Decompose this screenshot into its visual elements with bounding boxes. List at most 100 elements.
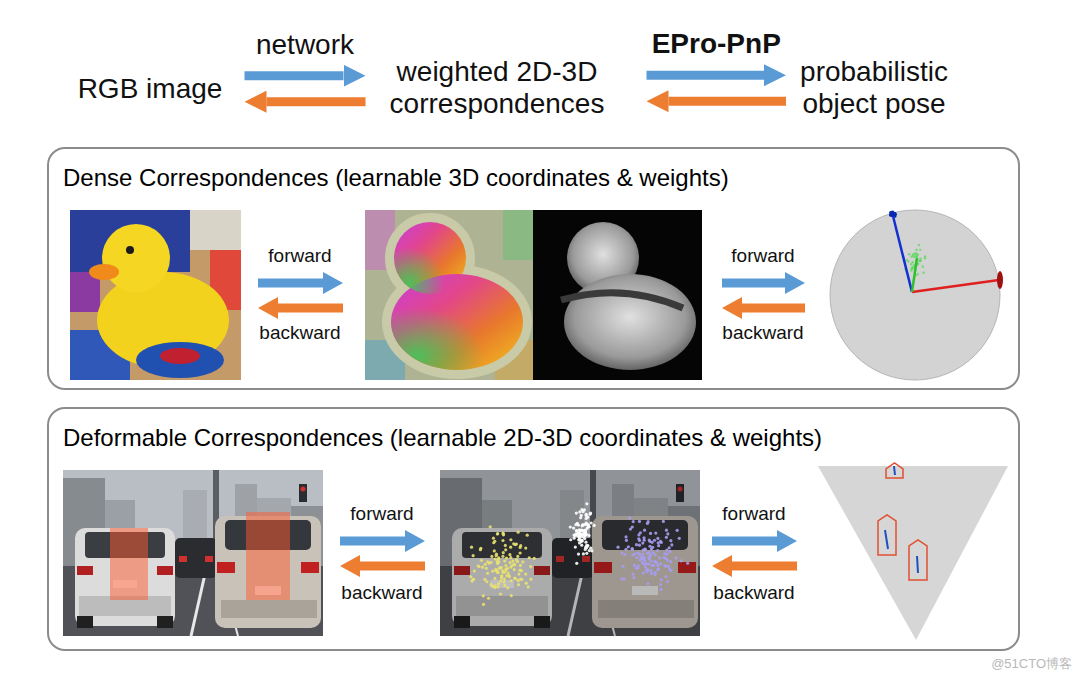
sampled-points-photo-part	[469, 502, 689, 606]
sampled-points-photo-part-part	[657, 567, 660, 570]
pose-distribution-part-part	[920, 259, 922, 261]
sampled-points-photo-part-part	[516, 555, 519, 558]
sampled-points-photo-part-part	[494, 557, 497, 560]
pose-distribution-part-part	[915, 249, 917, 251]
sampled-points-photo-part-part	[499, 579, 502, 582]
flow-arrow	[712, 555, 797, 577]
sampled-points-photo-part-part	[586, 544, 589, 547]
sampled-points-photo-part-part	[583, 537, 586, 540]
sampled-points-photo-part-part	[674, 556, 677, 559]
birds-eye-view-part	[878, 515, 896, 555]
duck-photo-part-part	[70, 210, 241, 380]
sampled-points-photo-part-part	[495, 569, 498, 572]
sampled-points-photo-part-part	[502, 532, 505, 535]
sampled-points-photo-part-part	[621, 565, 624, 568]
sampled-points-photo-part-part	[503, 559, 506, 562]
duck-photo-part-part	[89, 264, 119, 280]
sampled-points-photo-part-part	[472, 554, 475, 557]
street-photo-part	[246, 512, 290, 600]
sampled-points-photo-part-part	[580, 533, 583, 536]
sampled-points-photo-part-part	[667, 565, 670, 568]
sampled-points-photo-part-part	[513, 568, 516, 571]
coordinate-map-part	[365, 210, 533, 380]
sampled-points-photo-part-part	[495, 569, 498, 572]
sampled-points-photo-part-part	[506, 586, 509, 589]
arrow-label: backward	[722, 322, 803, 344]
sampled-points-photo-part-part	[643, 559, 646, 562]
sampled-points-photo-part-part	[520, 578, 523, 581]
sampled-points-photo-part-part	[510, 594, 513, 597]
pose-distribution-part-part	[889, 211, 892, 214]
sampled-points-photo-part-part	[668, 568, 671, 571]
birds-eye-view-part	[909, 540, 927, 580]
arrow-label: forward	[268, 245, 331, 267]
flow-arrow	[669, 97, 787, 106]
panel-heading: Deformable Correspondences (learnable 2D…	[63, 424, 1004, 452]
duck-photo-part	[70, 210, 241, 380]
sampled-points-photo-part-part	[666, 532, 669, 535]
stage-text: RGB image	[76, 73, 225, 105]
pose-distribution-part	[830, 210, 1000, 380]
sampled-points-photo-part-part	[585, 517, 588, 520]
sampled-points-photo-part-part	[669, 539, 672, 542]
sampled-points-photo-part-part	[477, 564, 480, 567]
sampled-points-photo-part-part	[510, 564, 513, 567]
sampled-points-photo-part-part	[578, 510, 581, 513]
sampled-points-photo-part-part	[655, 561, 658, 564]
sampled-points-photo-part-part	[529, 565, 532, 568]
pose-distribution-part-part	[918, 244, 920, 246]
sampled-points-photo-part-part	[577, 538, 580, 541]
sampled-points-photo-part-part	[509, 556, 512, 559]
sampled-points-photo-part-part	[520, 569, 523, 572]
pose-distribution-part-part	[910, 263, 912, 265]
duck-photo-part-part	[102, 224, 170, 292]
sampled-points-photo-part-part	[656, 568, 659, 571]
sampled-points-photo-part-part	[623, 553, 626, 556]
sampled-points-photo-part-part	[649, 532, 652, 535]
sampled-points-photo-part-part	[529, 578, 532, 581]
sampled-points-photo-part-part	[477, 565, 480, 568]
sampled-points-photo-part-part	[638, 544, 641, 547]
pose-distribution-part-part	[893, 213, 896, 216]
sampled-points-photo-part-part	[631, 548, 634, 551]
sampled-points-photo-part-part	[577, 552, 580, 555]
sampled-points-photo-part-part	[493, 549, 496, 552]
sampled-points-photo-part-part	[491, 570, 494, 573]
sampled-points-photo-part-part	[624, 548, 627, 551]
pose-distribution-part-part	[911, 266, 913, 268]
stage-text: probabilistic object pose	[798, 56, 950, 120]
sampled-points-photo-part-part	[638, 520, 641, 523]
duck-photo-part-part	[160, 348, 200, 364]
stage-node: probabilistic object pose	[798, 56, 950, 120]
sampled-points-photo-part-part	[638, 539, 641, 542]
sampled-points-photo-part-part	[511, 559, 514, 562]
sampled-points-photo-part-part	[510, 579, 513, 582]
sampled-points-photo-part-part	[641, 552, 644, 555]
sampled-points-photo-part-part	[503, 584, 506, 587]
sampled-points-photo-part-part	[508, 575, 511, 578]
sampled-points-photo-part-part	[580, 514, 583, 517]
sampled-points-photo-part-part	[643, 529, 646, 532]
sampled-points-photo-part-part	[519, 544, 522, 547]
edge-label: EPro-PnP	[649, 28, 784, 60]
stage-node: weighted 2D-3D correspondences	[388, 56, 607, 120]
sampled-points-photo-part-part	[485, 567, 488, 570]
sampled-points-photo-part-part	[663, 564, 666, 567]
sampled-points-photo-part-part	[489, 525, 492, 528]
sampled-points-photo-part-part	[669, 560, 672, 563]
pose-distribution-part-part	[911, 261, 913, 263]
street-photo	[63, 470, 323, 636]
sampled-points-photo-part-part	[509, 546, 512, 549]
weight-map-part-part	[533, 210, 702, 380]
flow-arrow	[712, 530, 797, 552]
sampled-points-photo-part-part	[659, 562, 662, 565]
sampled-points-photo-part-part	[577, 532, 580, 535]
sampled-points-photo-part-part	[580, 524, 583, 527]
sampled-points-photo-part-part	[572, 526, 575, 529]
sampled-points-photo-part-part	[482, 594, 485, 597]
sampled-points-photo-part-part	[583, 508, 586, 511]
sampled-points-photo-part-part	[582, 552, 585, 555]
sampled-points-photo-part-part	[585, 502, 588, 505]
arrow-label: forward	[350, 503, 413, 525]
sampled-points-photo-part-part	[584, 534, 587, 537]
